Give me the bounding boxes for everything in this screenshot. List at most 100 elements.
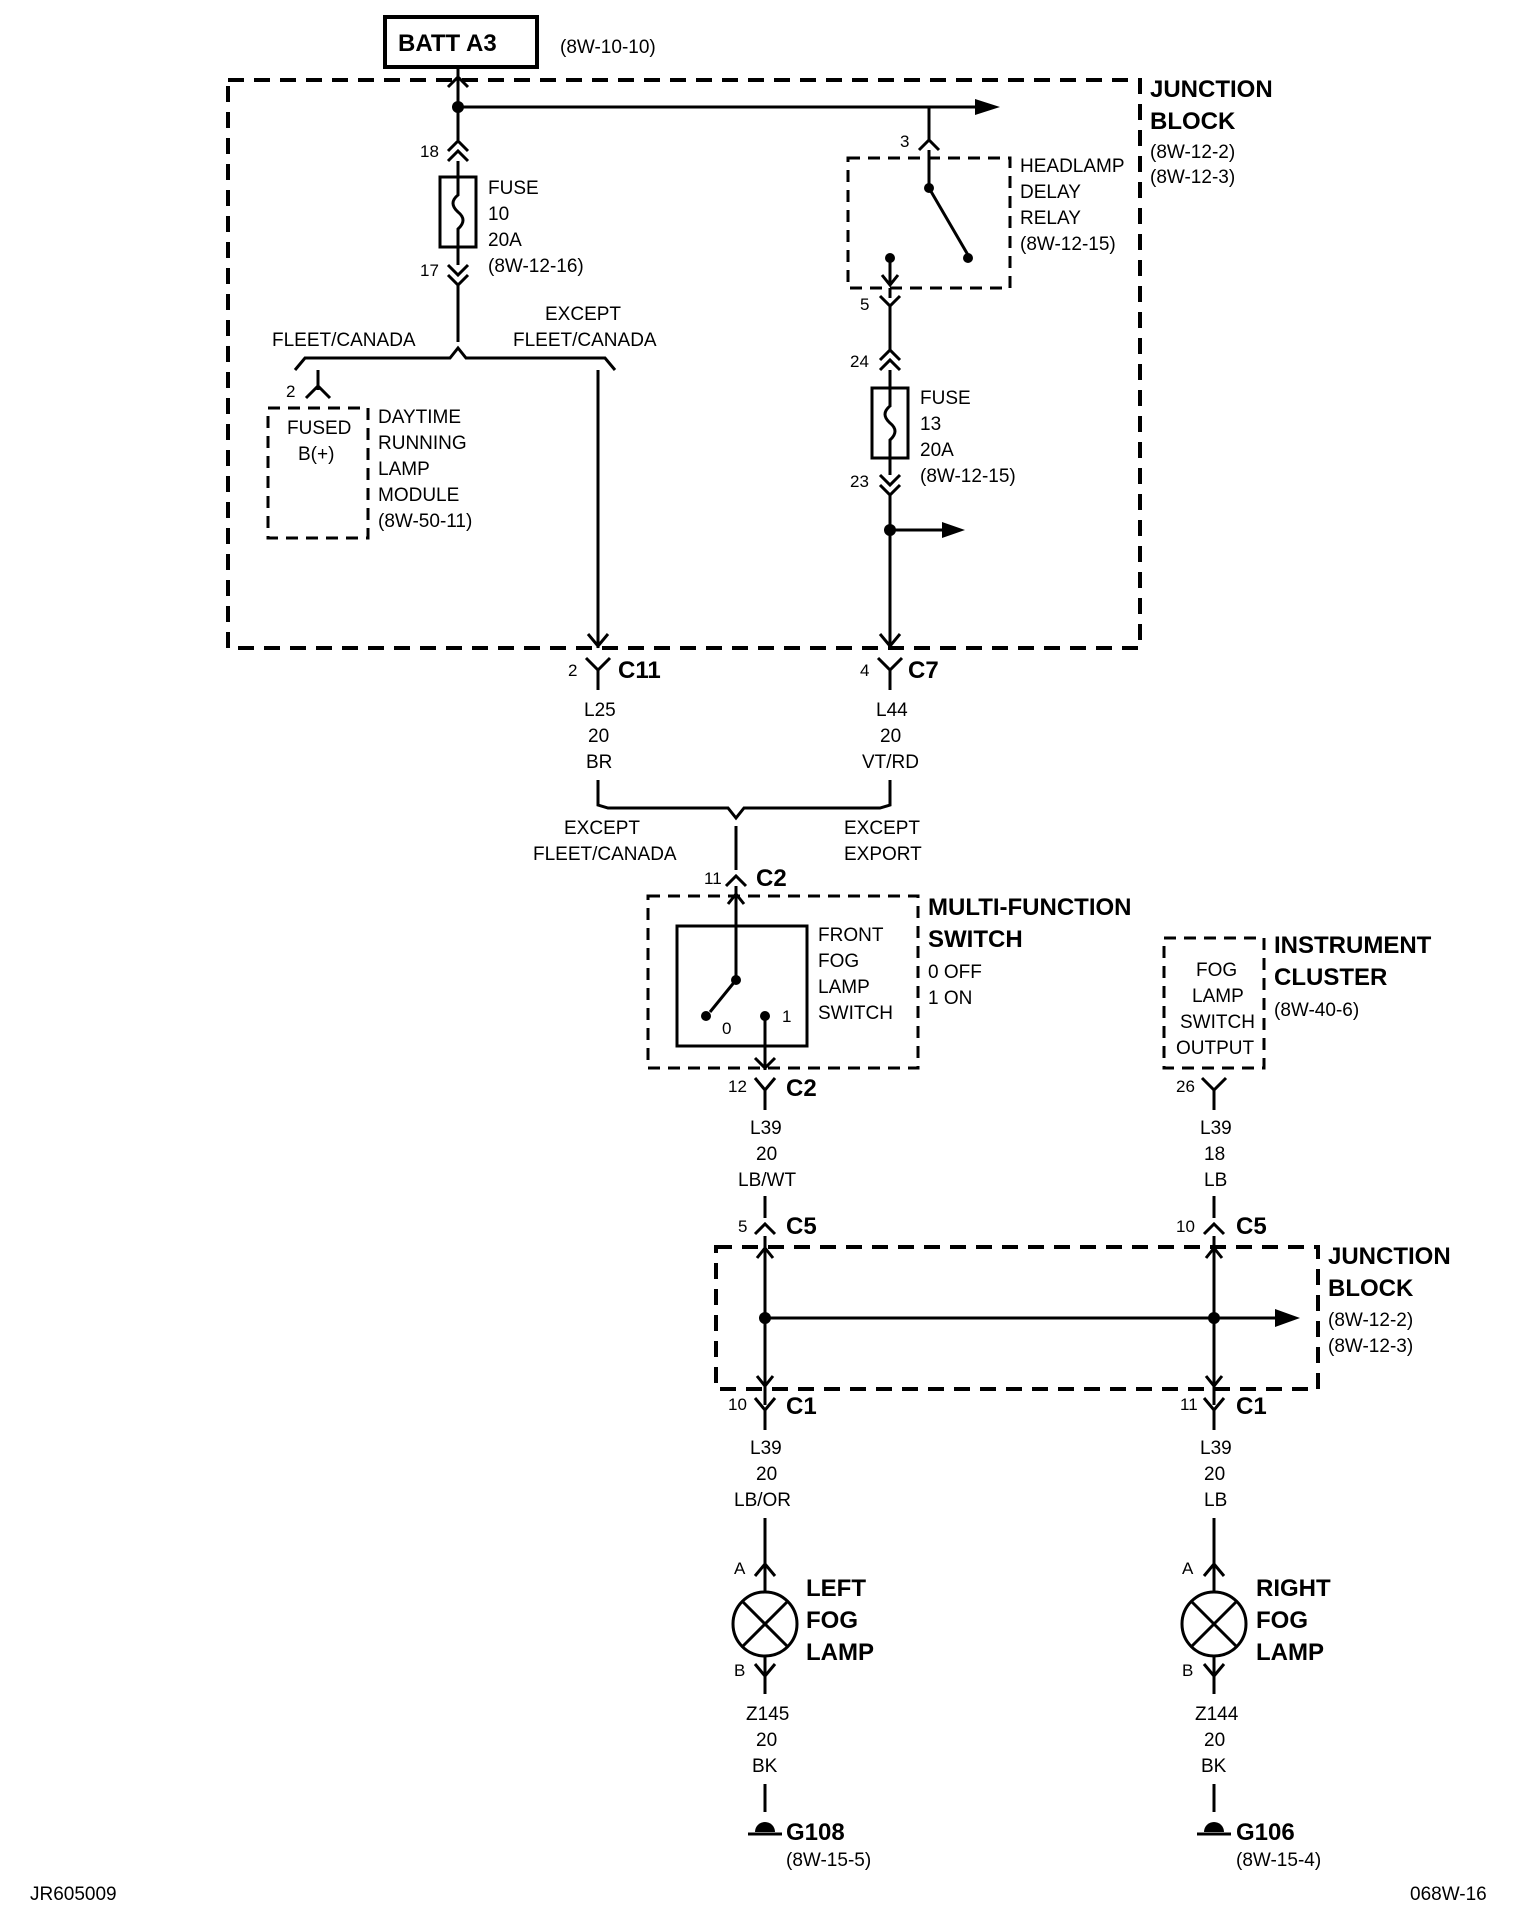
rlamp-pin-a: A — [1182, 1559, 1194, 1578]
wrm-color: LB — [1204, 1170, 1227, 1191]
branch-mid-right1: EXCEPT — [844, 818, 920, 839]
jb-top-title1: JUNCTION — [1150, 76, 1273, 103]
fuse-10: 18 17 FUSE 10 20A (8W-12-16) — [420, 107, 584, 342]
bus-arrow-bottom — [1275, 1309, 1300, 1327]
connector-c11: 2 C11 L25 20 BR — [568, 656, 661, 800]
wrl-color: LB — [1204, 1490, 1227, 1511]
fuse10-l2: 10 — [488, 204, 509, 225]
c11-conn: C11 — [618, 657, 661, 684]
branch-mid-right2: EXPORT — [844, 844, 922, 865]
ic-pin: 26 — [1176, 1077, 1195, 1096]
jbb-title1: JUNCTION — [1328, 1243, 1451, 1270]
batt-a3: BATT A3 (8W-10-10) — [383, 15, 656, 69]
mfs-pin-in: 11 — [704, 869, 722, 888]
jbb-conn-l-out: C1 — [786, 1393, 817, 1420]
branch-mid-left2: FLEET/CANADA — [533, 844, 677, 865]
relay-l2: DELAY — [1020, 182, 1081, 203]
rlamp-ground: G106 — [1236, 1819, 1295, 1846]
c7-gauge: 20 — [880, 726, 901, 747]
wire-right-low: L39 20 LB — [1200, 1438, 1232, 1576]
footer-left: JR605009 — [30, 1884, 117, 1905]
jbb-ref1: (8W-12-2) — [1328, 1310, 1413, 1331]
rlamp-l3: LAMP — [1256, 1639, 1324, 1666]
mfs-conn-out: C2 — [786, 1075, 817, 1102]
wrm-gauge: 18 — [1204, 1144, 1225, 1165]
fuse-13: 24 23 FUSE 13 20A (8W-12-15) — [850, 306, 1016, 649]
fuse13-pin-out: 23 — [850, 472, 869, 491]
c7-wire: L44 — [876, 700, 908, 721]
ground-icon — [1197, 1822, 1231, 1836]
relay-pin-in: 3 — [900, 132, 909, 151]
wll-color: LB/OR — [734, 1490, 791, 1511]
right-fog-lamp: A B RIGHT FOG LAMP Z144 20 BK G106 (8W-1… — [1180, 1559, 1331, 1871]
mfs-pos0: 0 OFF — [928, 962, 982, 983]
wrl-wire: L39 — [1200, 1438, 1232, 1459]
bus-arrow-top — [975, 99, 1000, 115]
ic-box — [1162, 936, 1266, 1070]
drl-box1: FUSED — [287, 418, 351, 439]
rlamp-color: BK — [1201, 1756, 1227, 1777]
rlamp-gauge: 20 — [1204, 1730, 1225, 1751]
ic-b2: LAMP — [1192, 986, 1244, 1007]
wire-to-c11 — [586, 370, 610, 649]
batt-ref: (8W-10-10) — [560, 37, 656, 58]
drl-l5: (8W-50-11) — [378, 511, 472, 532]
jbb-title2: BLOCK — [1328, 1275, 1414, 1302]
drl-pin: 2 — [286, 382, 295, 401]
ground-icon — [748, 1822, 782, 1836]
branch-top-right1: EXCEPT — [545, 304, 621, 325]
relay-l3: RELAY — [1020, 208, 1081, 229]
fuse10-l4: (8W-12-16) — [488, 256, 584, 277]
wire-right-mid: L39 18 LB — [1200, 1118, 1232, 1218]
ic-title2: CLUSTER — [1274, 964, 1387, 991]
mfs-s3: LAMP — [818, 977, 870, 998]
fuse13-l1: FUSE — [920, 388, 971, 409]
llamp-l2: FOG — [806, 1607, 858, 1634]
branch-mid-left1: EXCEPT — [564, 818, 640, 839]
ic-title1: INSTRUMENT — [1274, 932, 1432, 959]
ic-b4: OUTPUT — [1176, 1038, 1255, 1059]
branch-top-right2: FLEET/CANADA — [513, 330, 657, 351]
drl-l2: RUNNING — [378, 433, 467, 454]
footer-right: 068W-16 — [1410, 1884, 1487, 1905]
mfs-s2: FOG — [818, 951, 859, 972]
c11-pin: 2 — [568, 661, 577, 680]
ic-b1: FOG — [1196, 960, 1237, 981]
mfs-title2: SWITCH — [928, 926, 1023, 953]
llamp-wire: Z145 — [746, 1704, 789, 1725]
instrument-cluster: FOG LAMP SWITCH OUTPUT INSTRUMENT CLUSTE… — [1162, 932, 1432, 1110]
mfs-pin-out: 12 — [728, 1077, 747, 1096]
c11-color: BR — [586, 752, 612, 773]
relay-l1: HEADLAMP — [1020, 156, 1125, 177]
wire-left-low: L39 20 LB/OR — [734, 1438, 791, 1576]
bus-arrow-mid — [942, 522, 965, 538]
mfs-inner — [675, 924, 809, 1048]
drl-l3: LAMP — [378, 459, 430, 480]
ic-ref: (8W-40-6) — [1274, 1000, 1359, 1021]
jbb-outline — [714, 1245, 1320, 1391]
fuse10-l3: 20A — [488, 230, 522, 251]
drl-l1: DAYTIME — [378, 407, 461, 428]
headlamp-delay-relay: 3 5 HEADLAMP DELAY RELAY (8W-12-15) — [846, 107, 1125, 314]
mfs-title1: MULTI-FUNCTION — [928, 894, 1132, 921]
jb-top-title2: BLOCK — [1150, 108, 1236, 135]
mfs-s4: SWITCH — [818, 1003, 893, 1024]
jbb-pin-r-in: 10 — [1176, 1217, 1195, 1236]
fuse13-pin-in: 24 — [850, 352, 869, 371]
jbb-pin-r-out: 11 — [1180, 1395, 1198, 1414]
mfs-box — [646, 894, 920, 1070]
drl-module: 2 FUSED B(+) DAYTIME RUNNING LAMP MODULE… — [266, 370, 472, 540]
llamp-color: BK — [752, 1756, 778, 1777]
llamp-l3: LAMP — [806, 1639, 874, 1666]
wire-left-mid: L39 20 LB/WT — [738, 1118, 796, 1218]
llamp-ground: G108 — [786, 1819, 845, 1846]
ic-b3: SWITCH — [1180, 1012, 1255, 1033]
jbb-conn-l-in: C5 — [786, 1213, 817, 1240]
batt-label: BATT A3 — [398, 30, 497, 57]
llamp-ground-ref: (8W-15-5) — [786, 1850, 871, 1871]
branch-mid: EXCEPT FLEET/CANADA EXCEPT EXPORT — [533, 800, 922, 870]
junction-block-bottom: 5 C5 10 C5 JUNCTION BLOCK (8W-12-2) (8W-… — [714, 1213, 1451, 1430]
wrm-wire: L39 — [1200, 1118, 1232, 1139]
multi-function-switch: 11 C2 0 1 FRONT FOG LAMP SWITCH MULTI-FU… — [646, 865, 1132, 1110]
